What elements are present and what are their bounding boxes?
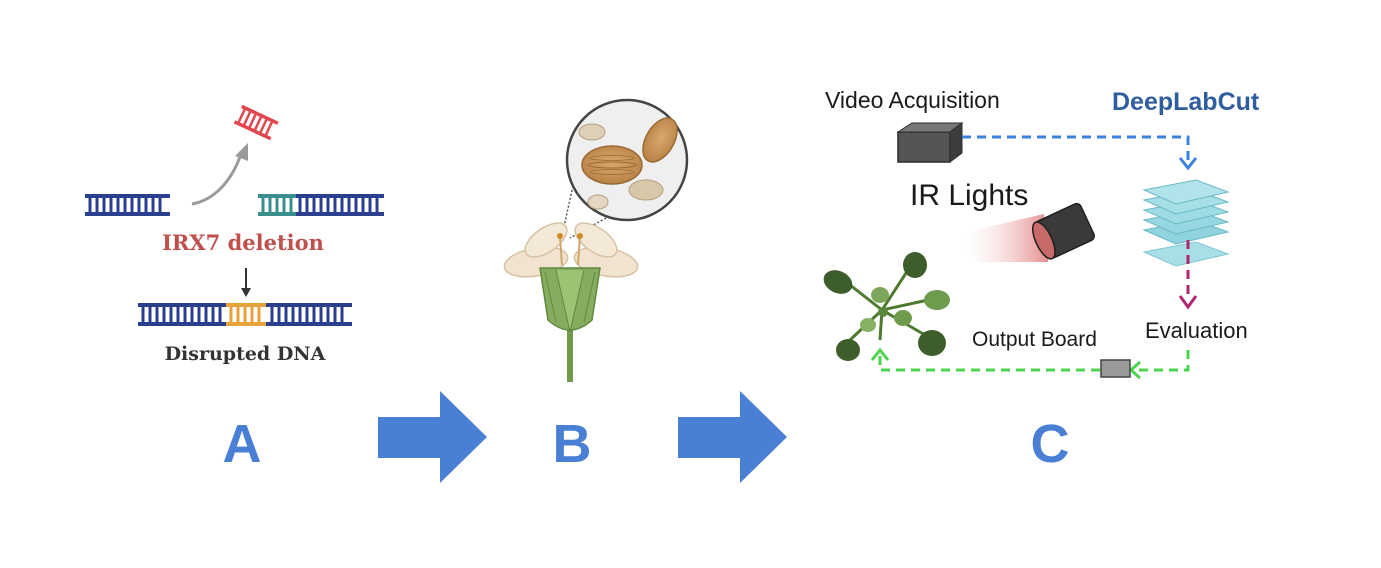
evaluation-label: Evaluation — [1145, 318, 1248, 343]
deeplabcut-label: DeepLabCut — [1112, 88, 1260, 116]
panel-b: B — [503, 98, 689, 474]
plant-rosette-icon — [823, 252, 950, 361]
board-flow-arrowhead — [870, 347, 890, 361]
dna-strand-right-icon — [258, 194, 384, 216]
camera-icon — [896, 122, 964, 163]
video-flow-line — [962, 135, 1190, 160]
panel-c: Video Acquisition DeepLabCut IR Lights — [823, 87, 1260, 474]
ir-lamp-icon — [966, 202, 1095, 262]
excision-arrow — [191, 153, 243, 206]
pollen-magnifier-icon — [565, 98, 689, 222]
excision-arrow-head — [235, 143, 248, 161]
output-board-icon — [1100, 359, 1131, 378]
video-flow-arrowhead — [1178, 157, 1198, 171]
output-board-label: Output Board — [972, 328, 1097, 351]
panel-b-letter: B — [553, 414, 592, 474]
down-arrow-head — [241, 288, 251, 297]
layers-stack-icon — [1142, 179, 1230, 267]
flower-icon — [503, 222, 639, 382]
deletion-label: IRX7 deletion — [162, 230, 324, 255]
evaluation-flow-arrowhead — [1178, 295, 1198, 310]
disrupted-dna-icon — [138, 303, 352, 326]
panel-a: IRX7 deletion — [85, 104, 384, 474]
video-acquisition-label: Video Acquisition — [825, 87, 1000, 113]
dna-strand-left-icon — [85, 194, 170, 216]
disrupted-dna-label: Disrupted DNA — [165, 343, 326, 365]
panel-a-letter: A — [223, 414, 262, 474]
ir-lights-label: IR Lights — [910, 179, 1028, 212]
board-flow-line — [878, 356, 1100, 372]
rna-fragment-icon — [233, 104, 279, 141]
output-flow-line — [1132, 350, 1190, 372]
output-flow-arrowhead — [1128, 360, 1141, 380]
flow-arrow-a-to-b — [378, 391, 487, 483]
flow-arrow-b-to-c — [678, 391, 787, 483]
panel-c-letter: C — [1031, 414, 1070, 474]
